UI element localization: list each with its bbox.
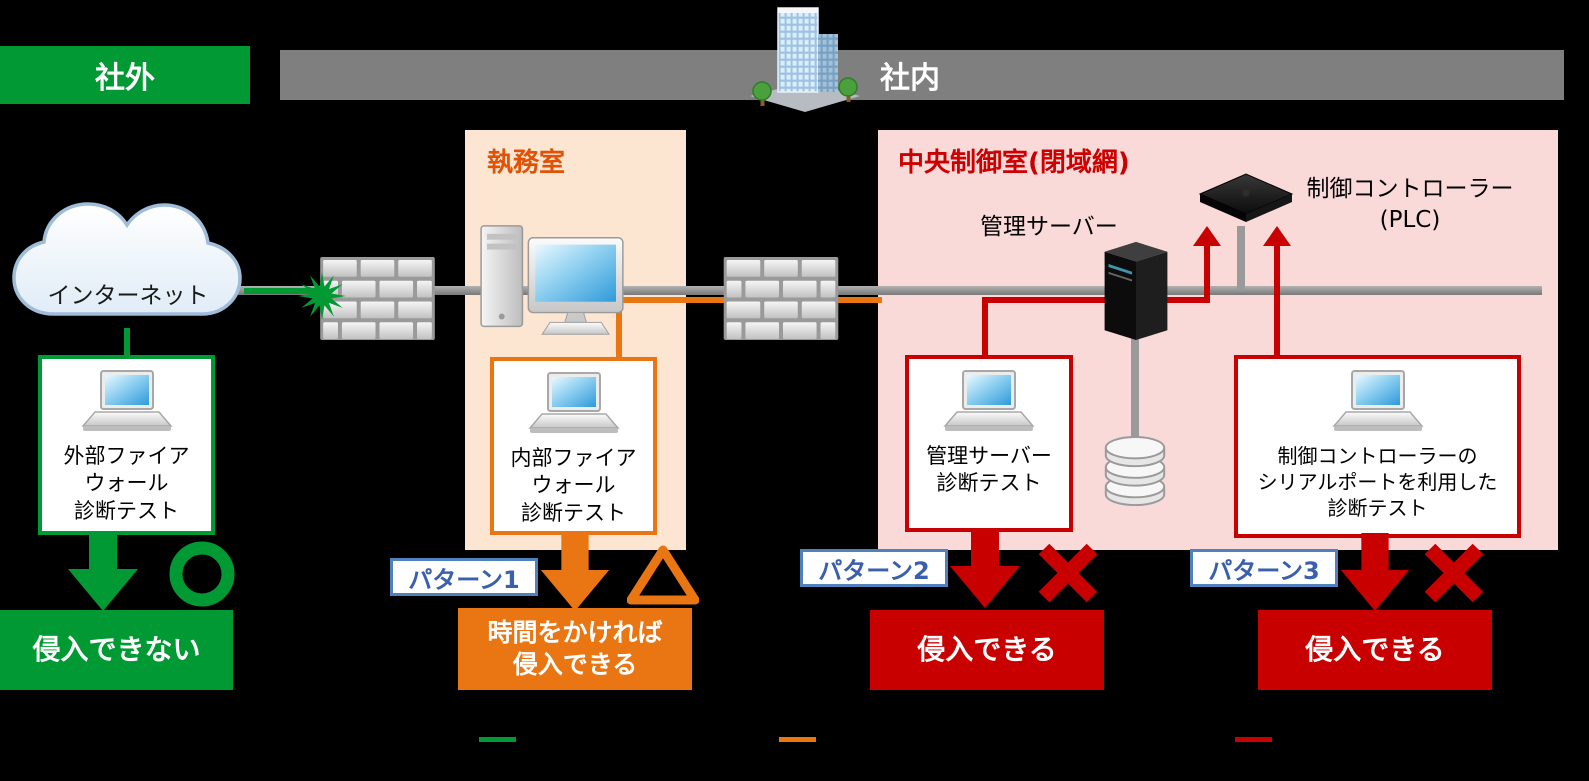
orange-down-arrow-icon [540,533,610,611]
legend-orange-swatch [779,737,816,742]
cloud-icon [8,192,248,340]
legend-red-swatch [1235,737,1272,742]
database-icon [1101,436,1169,508]
office-desktop-pc-icon [477,220,625,348]
outside-company-banner: 社外 [0,46,250,104]
internet-to-test-line [124,328,130,358]
network-backbone-line [238,286,1542,295]
inside-company-banner: 社内 [280,50,1564,100]
server-to-plc-attack-line [1204,244,1210,303]
management-server-icon [1094,238,1178,342]
management-server-test-box: 管理サーバー 診断テスト [905,355,1073,532]
management-server-label: 管理サーバー [980,214,1118,240]
fail-cross-icon [1418,538,1490,608]
control-room-zone-title: 中央制御室(閉域網) [898,148,1130,178]
internal-firewall-icon [722,257,840,340]
pattern-1-tag: パターン1 [390,558,538,596]
internet-label: インターネット [47,283,209,309]
internal-firewall-test-label: 内部ファイア ウォール 診断テスト [510,446,637,525]
internet-to-firewall-line [244,288,320,294]
plc-serial-test-label: 制御コントローラーの シリアルポートを利用した 診断テスト [1257,444,1498,520]
outside-company-label: 社外 [95,61,155,96]
management-server-test-label: 管理サーバー 診断テスト [926,444,1052,496]
building-icon [744,4,866,118]
green-down-arrow-icon [68,531,138,611]
pattern-3-tag: パターン3 [1190,549,1338,587]
attack-burst-icon [296,270,348,322]
plc-label: 制御コントローラー (PLC) [1306,176,1514,234]
serial-test-attack-line [1274,244,1280,357]
plc-device-icon [1194,164,1298,230]
external-firewall-test-box: 外部ファイア ウォール 診断テスト [38,355,215,535]
laptop-icon [1328,370,1428,436]
server-test-riser-line [982,300,988,355]
laptop-icon [524,372,624,438]
legend-green-swatch [479,737,516,742]
plc-network-stub-line [1237,226,1245,290]
red-down-arrow-icon [950,528,1020,608]
result-can-intrude-server: 侵入できる [870,610,1104,690]
result-intrude-with-time: 時間をかければ 侵入できる [458,608,692,690]
ok-circle-icon [168,540,236,608]
internet-cloud: インターネット [8,192,248,340]
attack-arrowhead-icon [1263,226,1291,246]
inside-company-label: 社内 [880,61,940,96]
server-test-path-line [982,297,1210,303]
internal-test-riser-line [616,300,622,358]
laptop-icon [77,370,177,436]
plc-serial-test-box: 制御コントローラーの シリアルポートを利用した 診断テスト [1234,355,1521,538]
office-zone-title: 執務室 [487,148,566,178]
fail-cross-icon [1032,538,1104,608]
pattern-2-tag: パターン2 [800,549,948,587]
laptop-icon [939,370,1039,436]
result-can-intrude-plc: 侵入できる [1258,610,1492,690]
attack-arrowhead-icon [1193,226,1221,246]
result-cannot-intrude: 侵入できない [0,610,233,690]
warning-triangle-icon [627,542,699,606]
red-down-arrow-icon [1340,533,1410,611]
internal-firewall-test-box: 内部ファイア ウォール 診断テスト [490,357,657,535]
external-firewall-test-label: 外部ファイア ウォール 診断テスト [63,444,190,523]
server-database-line [1131,338,1139,442]
